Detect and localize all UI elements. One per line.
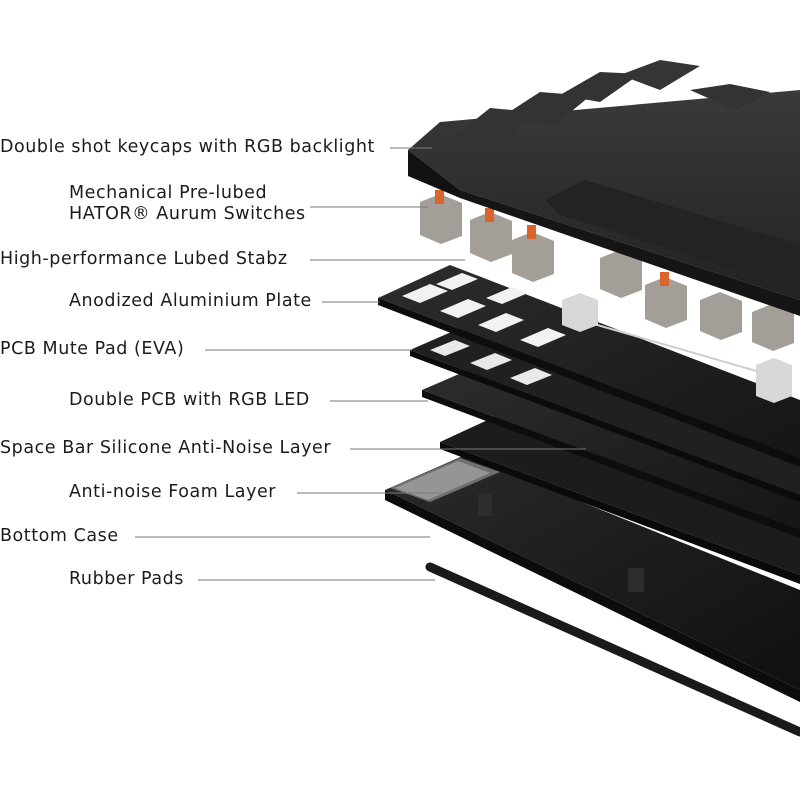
pcb-layer <box>422 365 800 538</box>
label-bottom-case: Bottom Case <box>0 526 119 546</box>
aluminium-plate <box>378 265 800 467</box>
switch <box>600 250 642 298</box>
stabilizer-wire <box>579 319 771 376</box>
switch <box>645 272 687 328</box>
label-silicone-layer: Space Bar Silicone Anti-Noise Layer <box>0 438 332 458</box>
stabilizer <box>562 293 792 403</box>
switch <box>420 190 462 244</box>
mute-pad <box>410 326 800 502</box>
label-keycaps: Double shot keycaps with RGB backlight <box>0 137 375 157</box>
foam-layer <box>440 412 800 584</box>
label-rubber-pads: Rubber Pads <box>69 569 184 589</box>
label-pcb: Double PCB with RGB LED <box>69 390 310 410</box>
switch <box>700 292 742 340</box>
switch <box>752 304 794 351</box>
keycap-block <box>408 60 800 316</box>
switch <box>470 208 512 262</box>
label-switches-line-2: HATOR® Aurum Switches <box>69 204 306 224</box>
rubber-pad-strip <box>425 562 800 737</box>
label-plate: Anodized Aluminium Plate <box>69 291 312 311</box>
switch <box>512 225 554 282</box>
label-stabilizers: High-performance Lubed Stabz <box>0 249 288 269</box>
label-switches-line-1: Mechanical Pre-lubed <box>69 183 268 203</box>
switch-row <box>420 190 794 351</box>
label-switches: Mechanical Pre-lubed HATOR® Aurum Switch… <box>69 183 306 225</box>
label-mute-pad: PCB Mute Pad (EVA) <box>0 339 185 359</box>
label-foam-layer: Anti-noise Foam Layer <box>69 482 277 502</box>
bottom-case <box>385 455 800 702</box>
